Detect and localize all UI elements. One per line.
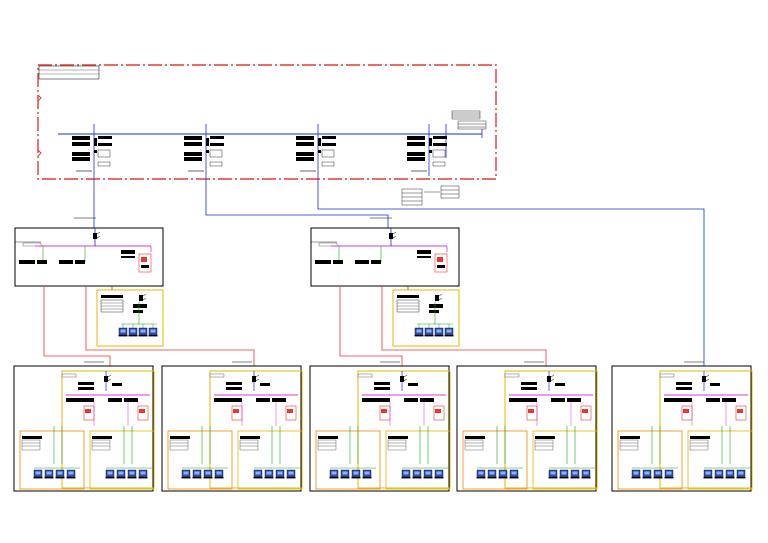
floor-panel-left — [15, 228, 163, 286]
area-group-5 — [612, 366, 752, 491]
main-room-boundary — [37, 64, 497, 180]
top-cabinet-3 — [295, 123, 337, 177]
top-cabinet-2 — [183, 123, 225, 177]
legend-table-upper — [451, 110, 487, 130]
legend-table-lower — [401, 185, 460, 206]
top-cabinet-4 — [406, 123, 448, 177]
floor-subpanel-left — [97, 290, 163, 346]
red-feeders — [43, 286, 547, 366]
area-group-4 — [457, 366, 597, 491]
floor-subpanel-right — [393, 290, 459, 346]
area-group-3 — [310, 366, 450, 491]
trunk-feeders — [93, 176, 705, 366]
floor-panel-right — [311, 228, 459, 286]
area-group-1 — [14, 366, 154, 491]
feeder-tags — [74, 217, 704, 363]
top-cabinet-1 — [71, 123, 113, 177]
area-group-2 — [162, 366, 302, 491]
title-block — [38, 65, 100, 80]
boundary-notches — [37, 94, 42, 157]
panel-sub-links — [111, 286, 409, 290]
